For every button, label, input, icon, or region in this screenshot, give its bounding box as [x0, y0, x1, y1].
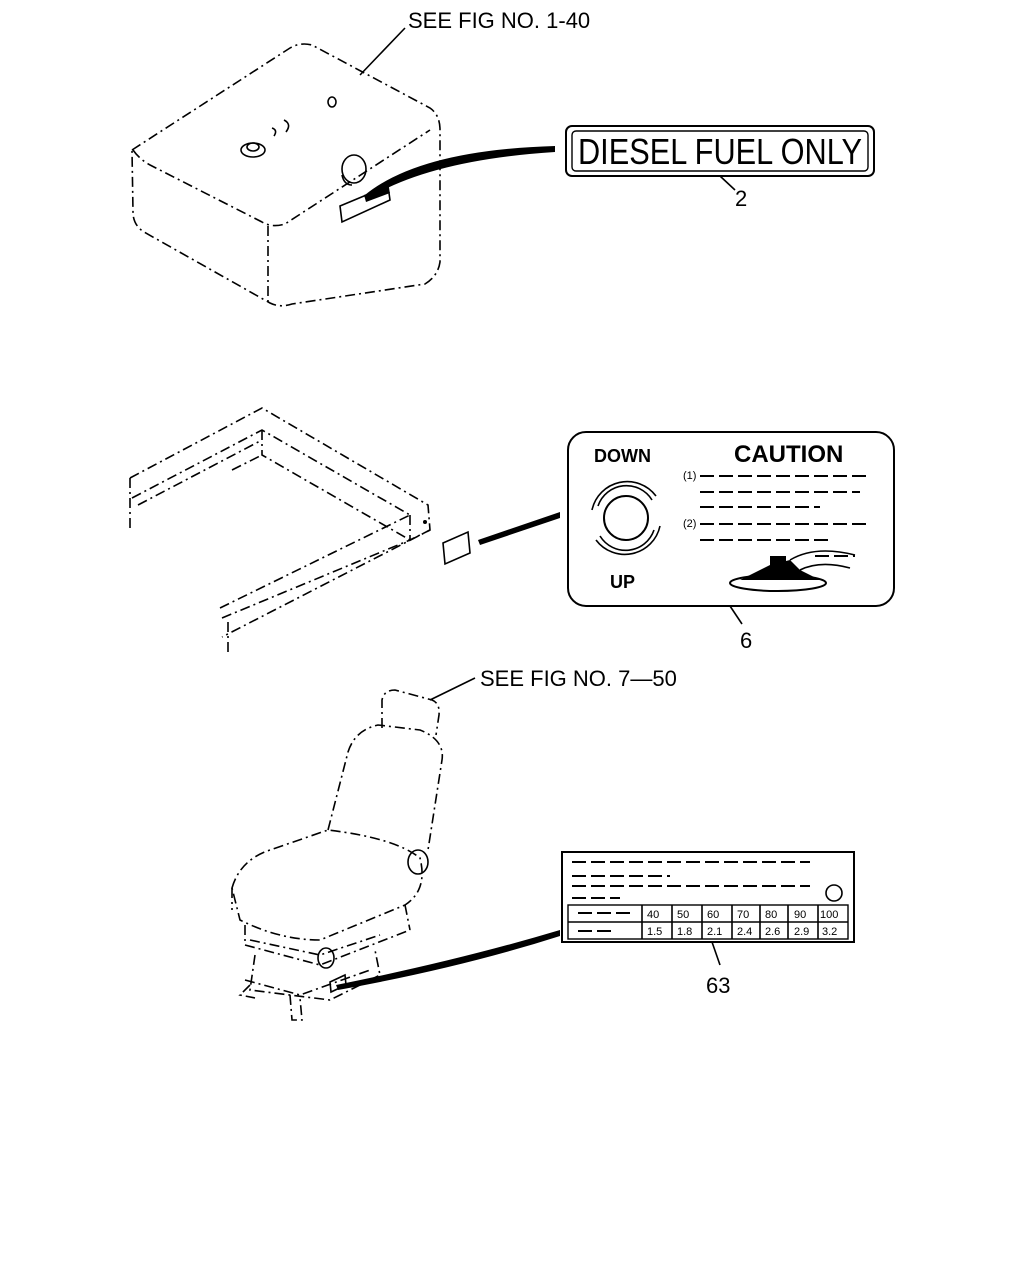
plate-cell: 90 — [794, 909, 806, 921]
plate-cell: 70 — [737, 909, 749, 921]
caution-up-label: UP — [610, 572, 635, 592]
caution-title: CAUTION — [734, 441, 843, 468]
seat-ref-label: SEE FIG NO. 7—50 — [480, 666, 677, 691]
plate-cell: 60 — [707, 909, 719, 921]
plate-hole-icon — [825, 884, 843, 902]
caution-down-label: DOWN — [594, 446, 651, 466]
fuel-tank-illustration — [131, 43, 441, 307]
diesel-fuel-label: DIESEL FUEL ONLY — [565, 125, 875, 177]
fuel-tank-ref-label: SEE FIG NO. 1-40 — [408, 8, 590, 33]
plate-cell: 1.8 — [677, 926, 692, 938]
plate-cell: 3.2 — [822, 926, 837, 938]
caution-label: DOWN CAUTION UP (1) (2) — [567, 431, 895, 607]
seat-capacity-plate: 40 50 60 70 80 90 100 1.5 1.8 2.1 2.4 2.… — [561, 851, 855, 943]
seat-illustration — [231, 689, 444, 1021]
plate-cell: 40 — [647, 909, 659, 921]
frame-illustration — [129, 407, 471, 652]
seat-ref-line — [429, 677, 476, 701]
svg-text:(1): (1) — [683, 470, 696, 482]
plate-cell: 2.4 — [737, 926, 752, 938]
plate-cell: 50 — [677, 909, 689, 921]
callout-6-leader — [729, 605, 743, 625]
callout-6: 6 — [740, 628, 752, 653]
callout-2-leader — [719, 175, 736, 191]
callout-63: 63 — [706, 973, 730, 998]
plate-cell: 2.6 — [765, 926, 780, 938]
fuel-tank-ref-line — [359, 27, 406, 76]
plate-cell: 2.9 — [794, 926, 809, 938]
callout-63-leader — [711, 941, 721, 966]
caution-leader-line — [478, 512, 560, 545]
rotate-dial-icon — [603, 495, 649, 541]
excavator-icon — [729, 550, 856, 592]
diesel-fuel-label-text: DIESEL FUEL ONLY — [578, 131, 862, 172]
callout-2: 2 — [735, 186, 747, 211]
seat-plate-leader-line — [336, 930, 560, 990]
plate-cell: 100 — [820, 909, 838, 921]
svg-text:(2): (2) — [683, 518, 696, 530]
diesel-leader-line — [365, 146, 555, 199]
plate-cell: 2.1 — [707, 926, 722, 938]
plate-cell: 1.5 — [647, 926, 662, 938]
plate-cell: 80 — [765, 909, 777, 921]
